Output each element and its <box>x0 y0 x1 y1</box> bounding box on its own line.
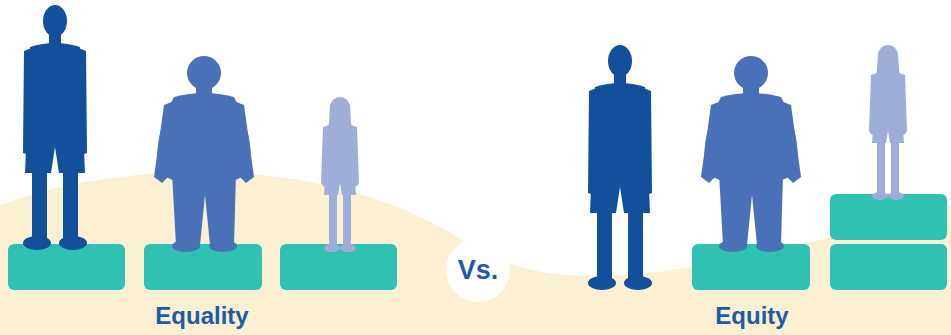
caption-label: Equality <box>155 302 248 330</box>
caption-label: Equity <box>715 302 788 330</box>
vs-text: Vs. <box>458 255 499 286</box>
vs-circle: Vs. <box>446 238 510 302</box>
ground-wave <box>0 172 951 335</box>
